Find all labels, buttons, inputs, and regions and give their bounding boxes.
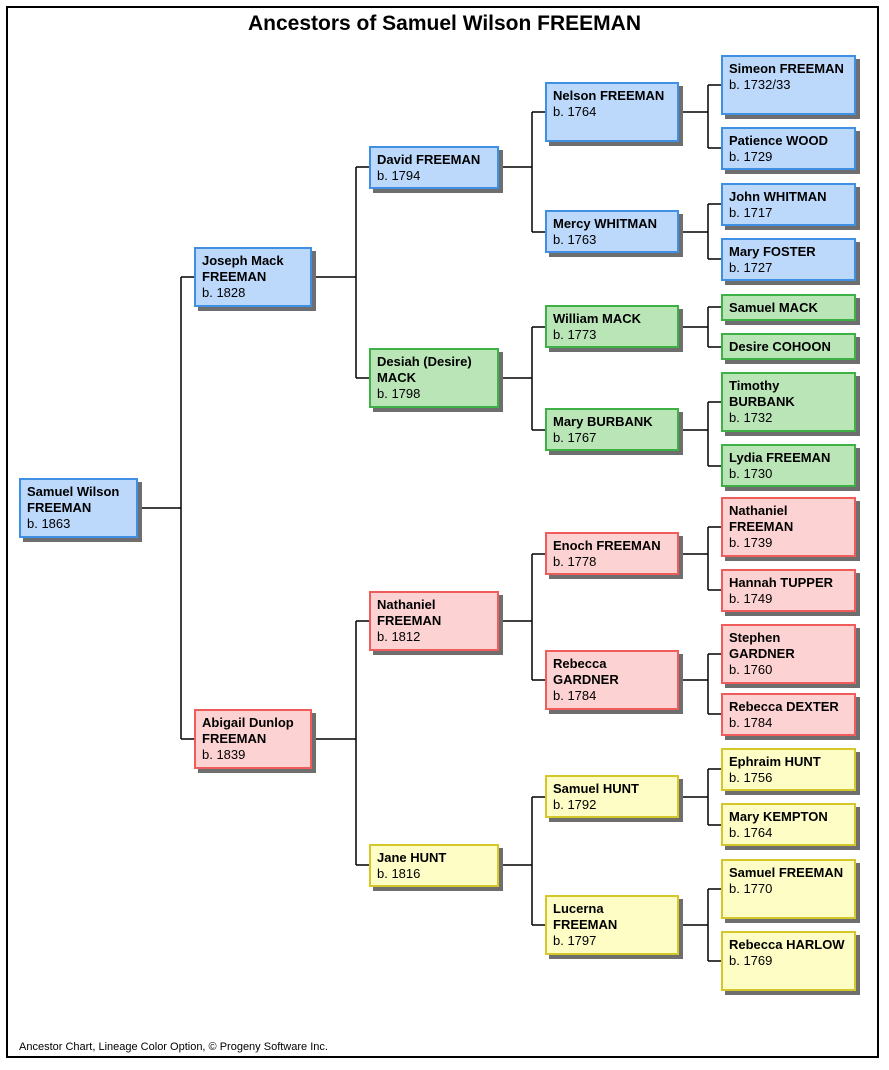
person-box-john-whitman[interactable]: John WHITMAN b. 1717 [721,183,856,226]
person-name: Joseph Mack FREEMAN [202,253,284,284]
person-box-desiah-mack[interactable]: Desiah (Desire) MACK b. 1798 [369,348,499,408]
person-name: Stephen GARDNER [729,630,795,661]
person-box-samuel-mack[interactable]: Samuel MACK [721,294,856,321]
person-name: Patience WOOD [729,133,828,148]
person-box-stephen-gardner[interactable]: Stephen GARDNER b. 1760 [721,624,856,684]
person-birth: b. 1792 [553,797,597,812]
person-birth: b. 1749 [729,591,773,606]
person-box-simeon-freeman[interactable]: Simeon FREEMAN b. 1732/33 [721,55,856,115]
person-birth: b. 1863 [27,516,71,531]
person-birth: b. 1727 [729,260,773,275]
person-name: Ephraim HUNT [729,754,821,769]
person-name: Samuel FREEMAN [729,865,844,880]
person-birth: b. 1797 [553,933,597,948]
person-box-rebecca-gardner[interactable]: Rebecca GARDNER b. 1784 [545,650,679,710]
person-birth: b. 1760 [729,662,773,677]
person-box-enoch-freeman[interactable]: Enoch FREEMAN b. 1778 [545,532,679,575]
person-box-nelson-freeman[interactable]: Nelson FREEMAN b. 1764 [545,82,679,142]
person-name: Rebecca GARDNER [553,656,619,687]
person-box-david-freeman[interactable]: David FREEMAN b. 1794 [369,146,499,189]
person-box-abigail-dunlop-freeman[interactable]: Abigail Dunlop FREEMAN b. 1839 [194,709,312,769]
person-name: Mary KEMPTON [729,809,828,824]
person-name: Desire COHOON [729,339,831,354]
person-name: Mary FOSTER [729,244,816,259]
person-birth: b. 1769 [729,953,773,968]
person-name: Jane HUNT [377,850,447,865]
person-name: Rebecca DEXTER [729,699,839,714]
person-box-samuel-wilson-freeman[interactable]: Samuel Wilson FREEMAN b. 1863 [19,478,138,538]
person-birth: b. 1816 [377,866,421,881]
person-box-rebecca-dexter[interactable]: Rebecca DEXTER b. 1784 [721,693,856,736]
person-name: Enoch FREEMAN [553,538,661,553]
person-name: Nelson FREEMAN [553,88,665,103]
person-name: William MACK [553,311,641,326]
person-box-desire-cohoon[interactable]: Desire COHOON [721,333,856,360]
person-name: Hannah TUPPER [729,575,834,590]
person-box-rebecca-harlow[interactable]: Rebecca HARLOW b. 1769 [721,931,856,991]
person-box-patience-wood[interactable]: Patience WOOD b. 1729 [721,127,856,170]
person-name: Lydia FREEMAN [729,450,831,465]
person-birth: b. 1773 [553,327,597,342]
person-box-lydia-freeman[interactable]: Lydia FREEMAN b. 1730 [721,444,856,487]
person-birth: b. 1763 [553,232,597,247]
person-name: Rebecca HARLOW [729,937,845,952]
person-birth: b. 1794 [377,168,421,183]
person-birth: b. 1767 [553,430,597,445]
person-birth: b. 1730 [729,466,773,481]
person-name: David FREEMAN [377,152,481,167]
person-name: Timothy BURBANK [729,378,795,409]
person-birth: b. 1770 [729,881,773,896]
person-box-timothy-burbank[interactable]: Timothy BURBANK b. 1732 [721,372,856,432]
person-name: Samuel MACK [729,300,818,315]
chart-footer: Ancestor Chart, Lineage Color Option, © … [19,1041,328,1053]
chart-title: Ancestors of Samuel Wilson FREEMAN [247,12,642,35]
person-box-nathaniel-freeman-1812[interactable]: Nathaniel FREEMAN b. 1812 [369,591,499,651]
person-birth: b. 1812 [377,629,421,644]
person-birth: b. 1739 [729,535,773,550]
person-box-nathaniel-freeman-1739[interactable]: Nathaniel FREEMAN b. 1739 [721,497,856,557]
person-birth: b. 1784 [553,688,597,703]
person-birth: b. 1784 [729,715,773,730]
person-birth: b. 1732/33 [729,77,791,92]
person-birth: b. 1828 [202,285,246,300]
person-name: Nathaniel FREEMAN [377,597,442,628]
person-name: Lucerna FREEMAN [553,901,618,932]
person-name: Simeon FREEMAN [729,61,844,76]
person-name: Mary BURBANK [553,414,653,429]
person-birth: b. 1732 [729,410,773,425]
person-name: Samuel Wilson FREEMAN [27,484,120,515]
person-box-lucerna-freeman[interactable]: Lucerna FREEMAN b. 1797 [545,895,679,955]
person-birth: b. 1756 [729,770,773,785]
person-box-hannah-tupper[interactable]: Hannah TUPPER b. 1749 [721,569,856,612]
person-birth: b. 1717 [729,205,773,220]
person-birth: b. 1764 [729,825,773,840]
person-birth: b. 1729 [729,149,773,164]
person-box-ephraim-hunt[interactable]: Ephraim HUNT b. 1756 [721,748,856,791]
person-name: Abigail Dunlop FREEMAN [202,715,294,746]
person-birth: b. 1798 [377,386,421,401]
person-name: Desiah (Desire) MACK [377,354,472,385]
person-box-samuel-hunt[interactable]: Samuel HUNT b. 1792 [545,775,679,818]
person-box-mercy-whitman[interactable]: Mercy WHITMAN b. 1763 [545,210,679,253]
person-box-joseph-mack-freeman[interactable]: Joseph Mack FREEMAN b. 1828 [194,247,312,307]
person-box-mary-burbank[interactable]: Mary BURBANK b. 1767 [545,408,679,451]
person-box-mary-foster[interactable]: Mary FOSTER b. 1727 [721,238,856,281]
person-birth: b. 1839 [202,747,246,762]
person-name: Mercy WHITMAN [553,216,658,231]
person-box-samuel-freeman[interactable]: Samuel FREEMAN b. 1770 [721,859,856,919]
person-box-mary-kempton[interactable]: Mary KEMPTON b. 1764 [721,803,856,846]
person-birth: b. 1764 [553,104,597,119]
person-name: Samuel HUNT [553,781,639,796]
person-box-jane-hunt[interactable]: Jane HUNT b. 1816 [369,844,499,887]
person-name: Nathaniel FREEMAN [729,503,794,534]
person-box-william-mack[interactable]: William MACK b. 1773 [545,305,679,348]
person-birth: b. 1778 [553,554,597,569]
person-name: John WHITMAN [729,189,827,204]
